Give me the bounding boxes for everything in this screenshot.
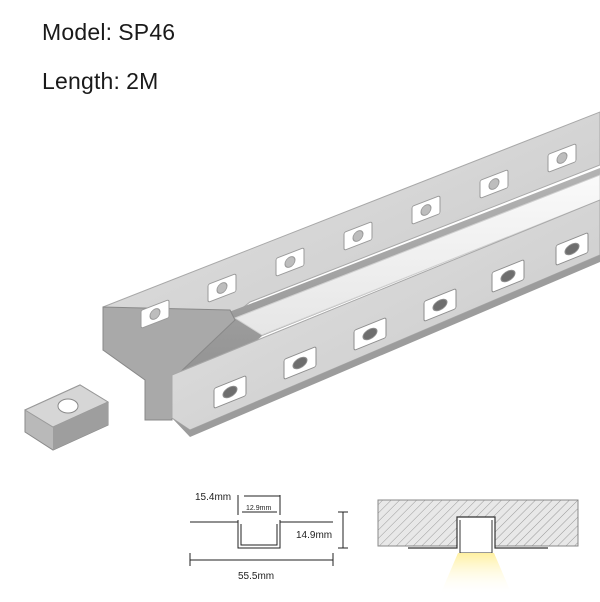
inner-width-label: 12.9mm	[246, 505, 271, 512]
model-value: SP46	[118, 19, 176, 45]
height-label: 14.9mm	[296, 530, 332, 541]
length-value: 2M	[126, 68, 159, 94]
end-cap	[23, 384, 110, 451]
dimension-drawing	[189, 495, 348, 566]
profile-end-face	[102, 306, 236, 421]
installation-diagram	[377, 499, 579, 595]
length-label: Length:	[42, 68, 121, 94]
back-flange-cutouts	[140, 143, 577, 329]
light-beam	[440, 553, 512, 595]
length-spec: Length:2M	[42, 68, 159, 95]
flange-width-label: 15.4mm	[195, 492, 231, 503]
total-width-label: 55.5mm	[238, 571, 274, 582]
led-profile-3d	[102, 111, 600, 437]
front-flange-cutouts	[213, 232, 589, 409]
diffuser-strip	[233, 174, 600, 336]
model-spec: Model:SP46	[42, 19, 175, 46]
model-label: Model:	[42, 19, 113, 45]
